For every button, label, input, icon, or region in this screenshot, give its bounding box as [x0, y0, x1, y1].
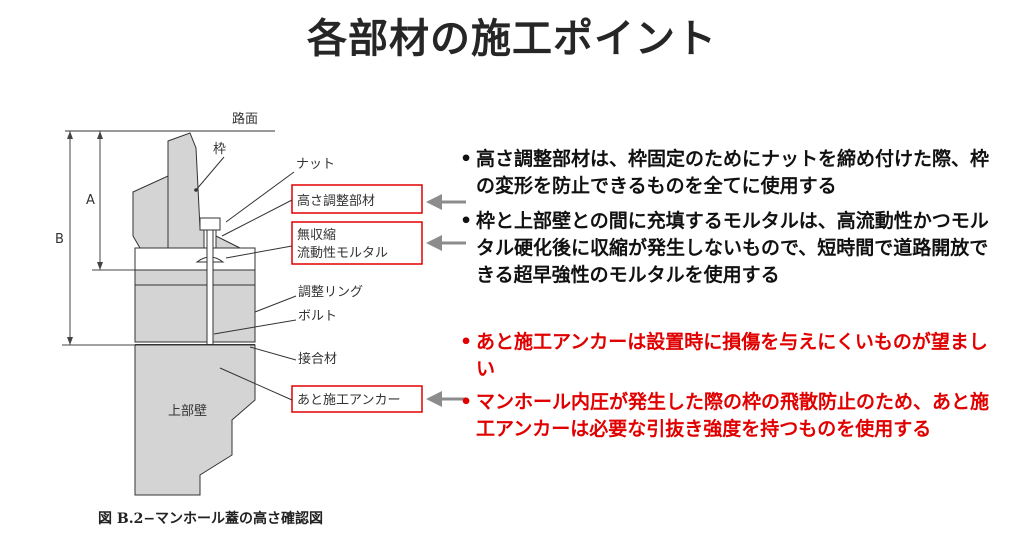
label-nut: ナット [296, 157, 335, 172]
label-upper-wall: 上部壁 [168, 404, 207, 419]
leader-dot [194, 188, 198, 192]
nut-shape [199, 217, 221, 231]
leader-mortar [225, 245, 293, 259]
label-height-adjust: 高さ調整部材 [297, 193, 375, 209]
leader-joint [249, 346, 297, 361]
label-road-surface: 路面 [232, 111, 258, 127]
page-title: 各部材の施工ポイント [307, 16, 717, 62]
adjust-ring-shape [134, 269, 256, 343]
upper-wall-shape [134, 344, 256, 496]
leader-nut [225, 171, 295, 223]
bullet-marker: • [460, 331, 473, 353]
bullet-anchor-damage: • あと施工アンカーは設置時に損傷を与えにくいものが望ましい [460, 329, 1000, 383]
highlight-box-mortar [291, 221, 423, 265]
label-joint: 接合材 [298, 351, 337, 367]
arrow-height-adjust [426, 194, 466, 210]
bullet-anchor-strength: • マンホール内圧が発生した際の枠の飛散防止のため、あと施工アンカーは必要な引抜… [460, 389, 1000, 443]
leader-anchor [219, 367, 293, 401]
bullet-text: 高さ調整部材は、枠固定のためにナットを締め付けた際、枠の変形を防止できるものを全… [476, 148, 990, 197]
label-anchor: あと施工アンカー [297, 393, 400, 408]
bolt-shape [206, 229, 214, 356]
bullet-marker: • [460, 391, 473, 413]
label-bolt: ボルト [298, 309, 337, 324]
bullet-marker: • [460, 148, 473, 170]
dimension-a-arrow-top [97, 131, 103, 139]
mortar-layer [134, 247, 256, 271]
dimension-a-arrow-bottom [97, 262, 103, 270]
label-dim-b: B [55, 232, 64, 247]
bullet-list: • 高さ調整部材は、枠固定のためにナットを締め付けた際、枠の変形を防止できるもの… [460, 146, 1000, 443]
bullet-mortar: • 枠と上部壁との間に充填するモルタルは、高流動性かつモルタル硬化後に収縮が発生… [460, 208, 1000, 289]
figure-caption: 図 B.2−マンホール蓋の高さ確認図 [98, 510, 323, 527]
highlight-box-height-adjust [291, 184, 423, 214]
label-frame: 枠 [213, 142, 226, 157]
label-dim-a: A [86, 193, 95, 208]
bullet-height-adjust: • 高さ調整部材は、枠固定のためにナットを締め付けた際、枠の変形を防止できるもの… [460, 146, 1000, 200]
manhole-height-diagram: 路面 A B 枠 ナット 上部壁 高さ調整部材 無収縮 流動性モルタル 調整リン… [55, 111, 466, 527]
highlight-box-anchor [291, 385, 423, 413]
bullet-text: マンホール内圧が発生した際の枠の飛散防止のため、あと施工アンカーは必要な引抜き強… [476, 391, 990, 440]
arrow-mortar [426, 235, 466, 251]
label-adjust-ring: 調整リング [298, 285, 363, 300]
bullet-text: 枠と上部壁との間に充填するモルタルは、高流動性かつモルタル硬化後に収縮が発生しな… [476, 210, 989, 286]
leader-adjust-ring [254, 295, 297, 313]
dimension-b-arrow-bottom [67, 337, 73, 345]
bullet-marker: • [460, 210, 473, 232]
leader-height-adjust [221, 199, 293, 237]
frame-flange [132, 175, 169, 249]
arrow-anchor [426, 391, 466, 407]
bullet-text: あと施工アンカーは設置時に損傷を与えにくいものが望ましい [476, 331, 988, 380]
label-mortar-1: 無収縮 [297, 227, 336, 243]
leader-frame [195, 156, 225, 191]
label-mortar-2: 流動性モルタル [297, 246, 388, 261]
dimension-b-arrow-top [67, 131, 73, 139]
leader-bolt [213, 319, 297, 335]
